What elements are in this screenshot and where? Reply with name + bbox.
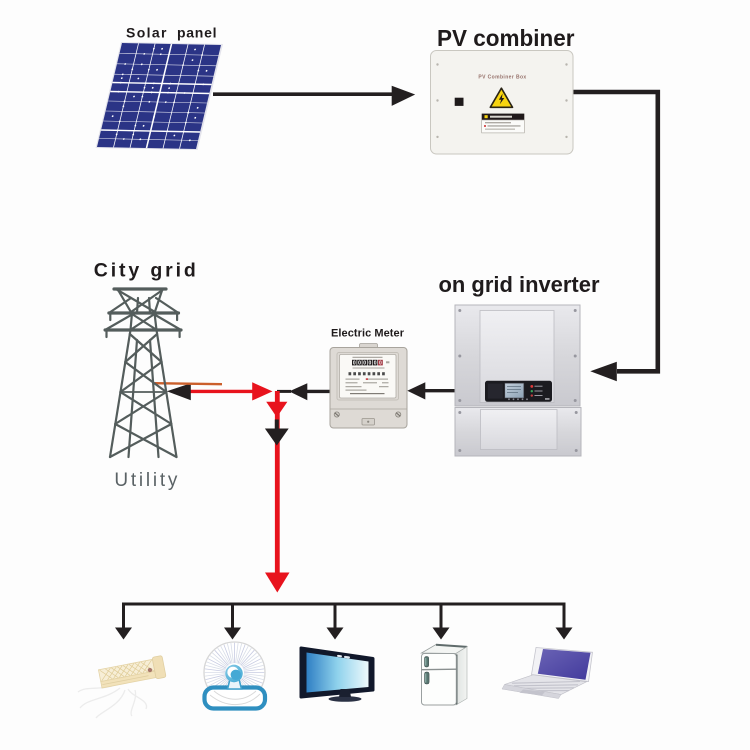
svg-text:0: 0: [363, 361, 366, 367]
svg-text:panel: panel: [177, 25, 217, 41]
svg-text:City grid: City grid: [94, 260, 196, 282]
svg-text:0: 0: [374, 361, 377, 367]
svg-text:0: 0: [379, 361, 382, 367]
svg-text:0: 0: [353, 361, 356, 367]
svg-text:0: 0: [358, 361, 361, 367]
svg-text:Utility: Utility: [114, 470, 177, 491]
svg-text:Electric Meter: Electric Meter: [331, 328, 405, 340]
svg-text:PV Combiner Box: PV Combiner Box: [478, 75, 526, 81]
svg-text:on grid inverter: on grid inverter: [439, 272, 600, 297]
svg-text:Solar: Solar: [126, 25, 167, 41]
svg-text:PV combiner: PV combiner: [437, 25, 575, 51]
svg-text:0: 0: [369, 361, 372, 367]
